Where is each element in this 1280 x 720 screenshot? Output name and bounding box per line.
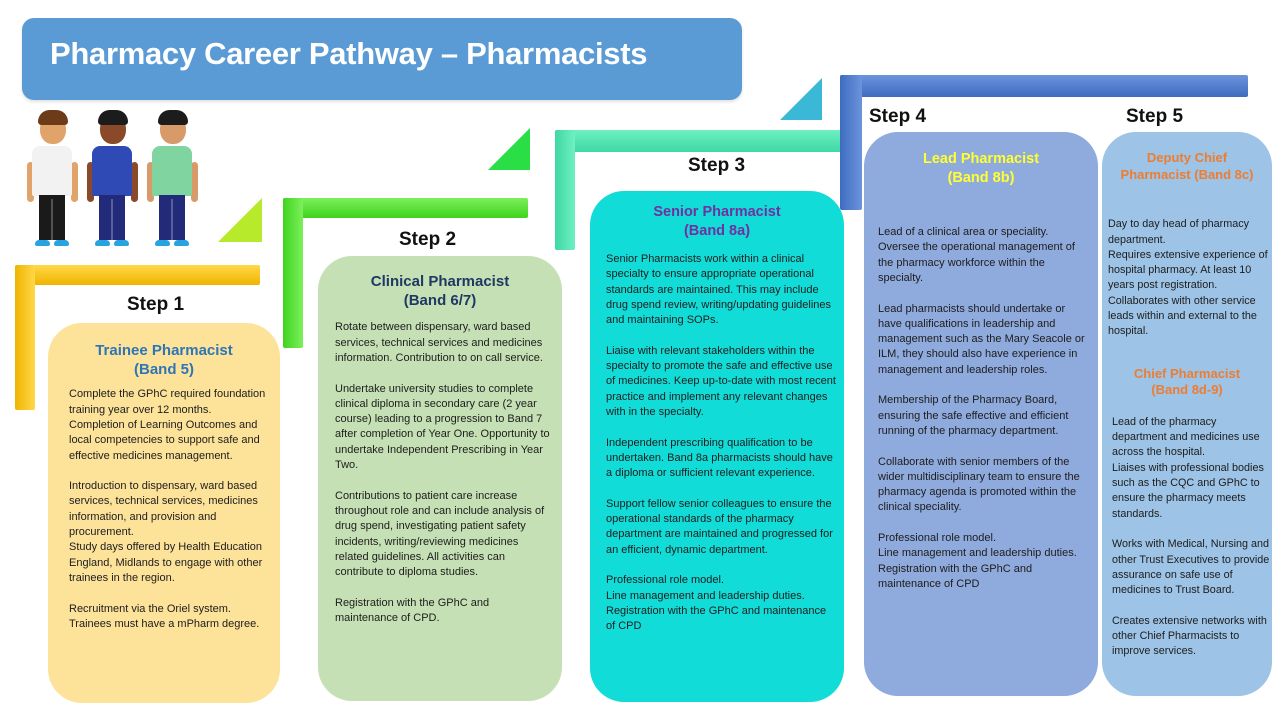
step-2-description: Rotate between dispensary, ward based se… [335, 321, 550, 625]
step-2-card: Clinical Pharmacist (Band 6/7) Rotate be… [318, 256, 562, 701]
step-1-card: Trainee Pharmacist (Band 5) Complete the… [48, 323, 280, 703]
staff-white-uniform-person-icon [27, 110, 78, 250]
step-5-role-title-chief: Chief Pharmacist (Band 8d-9) [1133, 365, 1241, 398]
step-3-card: Senior Pharmacist (Band 8a) Senior Pharm… [590, 191, 844, 702]
step-1-role-title: Trainee Pharmacist (Band 5) [95, 342, 233, 379]
step-2-role-title: Clinical Pharmacist (Band 6/7) [370, 273, 510, 310]
step-5-description-deputy: Day to day head of pharmacy department. … [1108, 218, 1268, 338]
step-3-arrow-tip-icon [780, 78, 822, 120]
step-5-role-title-deputy: Deputy Chief Pharmacist (Band 8c) [1120, 150, 1254, 182]
step-3-label: Step 3 [688, 155, 746, 176]
step-4-card: Lead Pharmacist (Band 8b) Lead of a clin… [864, 132, 1098, 696]
step-1-arrow-tip-icon [218, 198, 262, 242]
staff-illustration [22, 110, 202, 250]
step-3-description: Senior Pharmacists work within a clinica… [606, 253, 836, 633]
step-1-description: Complete the GPhC required foundation tr… [69, 388, 266, 630]
step-5-card: Deputy Chief Pharmacist (Band 8c) Day to… [1102, 132, 1272, 696]
page-title: Pharmacy Career Pathway – Pharmacists [50, 36, 648, 71]
step-4-label: Step 4 [869, 106, 927, 127]
step-3-role-title: Senior Pharmacist (Band 8a) [653, 204, 781, 239]
step-5-description-chief: Lead of the pharmacy department and medi… [1112, 415, 1270, 658]
step-1-label: Step 1 [127, 294, 185, 315]
step-2-label: Step 2 [399, 229, 457, 250]
staff-green-uniform-person-icon [147, 110, 198, 250]
step-4-role-title: Lead Pharmacist (Band 8b) [922, 151, 1040, 186]
step-5-label: Step 5 [1126, 106, 1184, 127]
step-2-arrow-tip-icon [488, 128, 530, 170]
step-4-description: Lead of a clinical area or speciality. O… [878, 226, 1085, 590]
title-banner: Pharmacy Career Pathway – Pharmacists [22, 18, 742, 100]
staff-navy-uniform-person-icon [87, 110, 138, 250]
